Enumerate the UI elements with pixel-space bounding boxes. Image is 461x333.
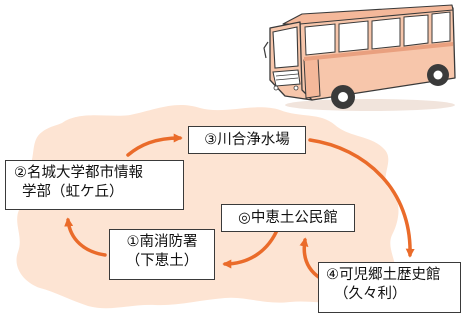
stop-minami-label: ①南消防署 （下恵土） (109, 229, 215, 280)
arrow-stop4-to-end (299, 237, 322, 280)
stop-johoku-area: 学部（虹ケ丘） (22, 184, 124, 200)
arrow-stop2-to-stop3 (126, 133, 183, 157)
stop-kani-area: （久々利） (334, 286, 407, 302)
stop-kani-label: ④可児郷土歴史館 （久々利） (318, 262, 461, 313)
arrow-stop3-to-stop4 (308, 138, 415, 258)
stop-nakae-label: ◎中恵土公民館 (221, 204, 355, 232)
stop-johoku-label: ②名城大学都市情報 学部（虹ケ丘） (5, 160, 184, 210)
stop-minami-name: ①南消防署 (126, 234, 198, 250)
stop-kawai-name: ③川合浄水場 (204, 132, 290, 148)
stop-nakae-name: ◎中恵土公民館 (238, 210, 338, 226)
arrow-stop1-to-stop2 (64, 217, 107, 257)
stop-kani-name: ④可児郷土歴史館 (326, 267, 441, 283)
stop-minami-area: （下恵土） (125, 253, 199, 269)
arrow-start-to-stop1 (222, 226, 280, 269)
stop-johoku-name: ②名城大学都市情報 (14, 165, 143, 181)
stop-kawai-label: ③川合浄水場 (188, 126, 306, 154)
bus-icon (263, 4, 456, 111)
